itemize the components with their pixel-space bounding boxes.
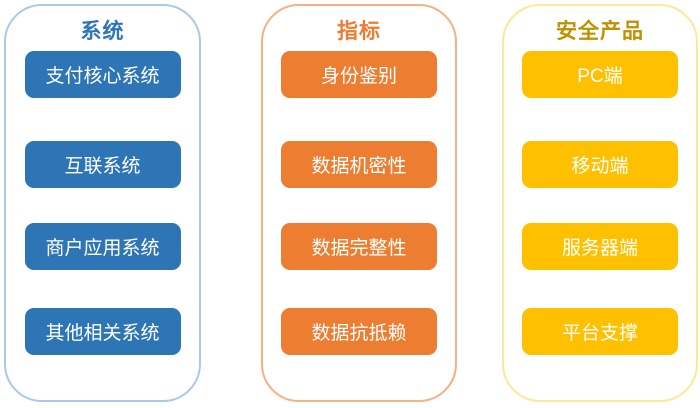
indicator-column-title: 指标	[337, 20, 381, 43]
product-item-mobile: 移动端	[522, 141, 678, 188]
product-item-server: 服务器端	[522, 223, 678, 270]
indicator-column: 指标 身份鉴别 数据机密性 数据完整性 数据抗抵赖	[261, 4, 457, 402]
product-item-pc: PC端	[522, 51, 678, 98]
system-item-interconnect: 互联系统	[24, 141, 181, 188]
system-column: 系统 支付核心系统 互联系统 商户应用系统 其他相关系统	[4, 4, 201, 402]
product-column-title: 安全产品	[556, 20, 644, 43]
indicator-item-data-integrity: 数据完整性	[281, 223, 437, 270]
indicator-item-non-repudiation: 数据抗抵赖	[281, 308, 437, 355]
system-item-merchant-app: 商户应用系统	[24, 223, 181, 270]
indicator-item-identity-auth: 身份鉴别	[281, 51, 437, 98]
product-item-platform: 平台支撑	[522, 308, 678, 355]
system-column-title: 系统	[80, 20, 125, 43]
system-item-payment-core: 支付核心系统	[24, 51, 181, 98]
product-column: 安全产品 PC端 移动端 服务器端 平台支撑	[502, 4, 698, 402]
system-item-other-related: 其他相关系统	[24, 308, 181, 355]
indicator-item-data-confidentiality: 数据机密性	[281, 141, 437, 188]
